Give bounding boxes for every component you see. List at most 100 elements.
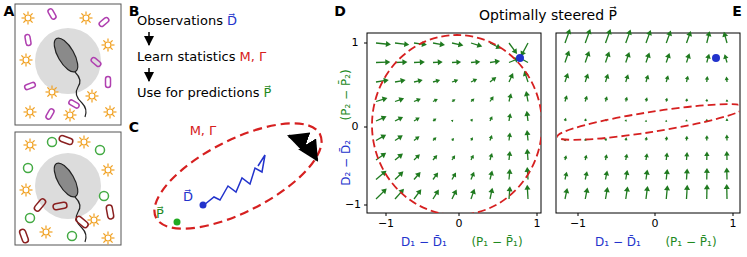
sun-ray: [114, 111, 117, 112]
field-arrow-head: [418, 78, 423, 83]
sun-molecule: [64, 109, 77, 122]
field-arrow-head: [724, 184, 730, 189]
field-arrow-head: [434, 99, 438, 103]
pill-molecule: [53, 202, 68, 210]
sun-ray: [102, 169, 105, 170]
sun-ray: [107, 49, 108, 52]
field-arrow-head: [666, 31, 672, 37]
tick-label: 0: [652, 218, 659, 231]
field-arrow-head: [665, 136, 669, 139]
field-arrow-head: [470, 119, 473, 122]
pill-molecule: [24, 82, 36, 90]
sun-ray: [79, 144, 81, 146]
field-arrow-head: [473, 79, 478, 83]
pill-molecule: [45, 108, 55, 120]
field-arrow-head: [454, 79, 458, 83]
sun-ray: [89, 215, 91, 217]
field-arrow-head: [644, 153, 649, 157]
field-arrow-head: [386, 41, 391, 47]
field-arrow-head: [584, 96, 588, 100]
field-arrow-head: [566, 29, 572, 35]
tick-label: 0: [352, 121, 359, 134]
field-arrow-head: [605, 51, 611, 57]
field-arrow-shaft: [686, 120, 687, 122]
sun-ray: [110, 165, 112, 167]
sun-ray: [110, 240, 112, 242]
field-arrow-head: [624, 119, 626, 121]
pill-molecule: [58, 135, 73, 145]
sun-ray: [103, 172, 105, 174]
sun-ray: [64, 114, 67, 115]
sun-ray: [29, 149, 30, 152]
field-arrow-head: [404, 41, 409, 47]
field-arrow-head: [489, 116, 493, 120]
field-arrow-head: [604, 96, 608, 100]
sun-ray: [29, 106, 30, 109]
axis-label: (P₁ − P̄₁): [665, 236, 716, 250]
field-arrow-head: [458, 42, 464, 48]
field-arrow-head: [704, 168, 710, 173]
sun-ray: [48, 234, 50, 236]
field-arrow-head: [452, 189, 457, 195]
pill-molecule: [75, 215, 90, 229]
field-arrow-head: [415, 136, 420, 140]
pill-molecule: [47, 8, 57, 20]
sun-molecule: [86, 90, 99, 103]
axis-label: D₂ − D̄₂: [340, 140, 354, 186]
field-arrow-head: [433, 155, 437, 159]
sun-ray: [51, 86, 52, 89]
field-arrow-head: [397, 135, 403, 140]
field-arrow-head: [525, 149, 531, 154]
field-arrow-shaft: [451, 120, 453, 122]
panel-letter: C: [129, 119, 139, 135]
sun-molecule: [102, 39, 115, 52]
pill-molecule: [68, 99, 80, 109]
field-arrow-head: [705, 99, 708, 102]
field-arrow-head: [451, 155, 455, 159]
statistics-label: M, Γ: [190, 124, 217, 139]
sun-ray: [48, 227, 50, 229]
field-arrow-head: [439, 41, 444, 47]
sun-ray: [54, 87, 56, 89]
field-arrow-head: [685, 136, 689, 139]
sun-ray: [96, 215, 98, 217]
field-arrow-head: [624, 74, 629, 79]
sun-ray: [25, 107, 27, 109]
tick-label: 1: [534, 218, 541, 231]
field-arrow-head: [584, 188, 590, 193]
field-arrow-head: [385, 59, 390, 65]
sun-ray: [81, 20, 83, 22]
field-arrow-head: [685, 98, 688, 101]
field-arrow-head: [380, 135, 386, 140]
circle-molecule: [48, 138, 57, 147]
sun-core: [105, 235, 111, 241]
field-arrow-head: [564, 73, 570, 79]
sun-ray: [91, 90, 92, 93]
field-arrow-head: [644, 186, 650, 191]
field-arrow-head: [488, 188, 494, 194]
sun-molecule: [102, 232, 115, 245]
sun-ray: [65, 110, 67, 112]
sun-ray: [50, 231, 53, 232]
sun-ray: [34, 111, 37, 112]
sun-ray: [28, 62, 30, 64]
field-arrow-head: [507, 113, 512, 118]
sun-ray: [87, 91, 89, 93]
pill-molecule: [19, 228, 29, 243]
sun-ray: [96, 95, 99, 96]
sun-ray: [103, 233, 105, 235]
field-arrow-head: [604, 154, 608, 158]
field-arrow-head: [684, 185, 690, 190]
sun-ray: [46, 91, 49, 92]
field-arrow-head: [664, 185, 670, 190]
field-arrow-head: [685, 76, 689, 80]
field-arrow-head: [722, 32, 728, 38]
step-text: Observations: [137, 13, 223, 28]
sun-ray: [110, 233, 112, 235]
circle-molecule: [24, 164, 33, 173]
sun-ray: [79, 137, 81, 139]
flagellum: [75, 72, 86, 117]
field-arrow-head: [625, 52, 631, 58]
sun-ray: [28, 192, 30, 194]
field-arrow-head: [488, 170, 494, 175]
